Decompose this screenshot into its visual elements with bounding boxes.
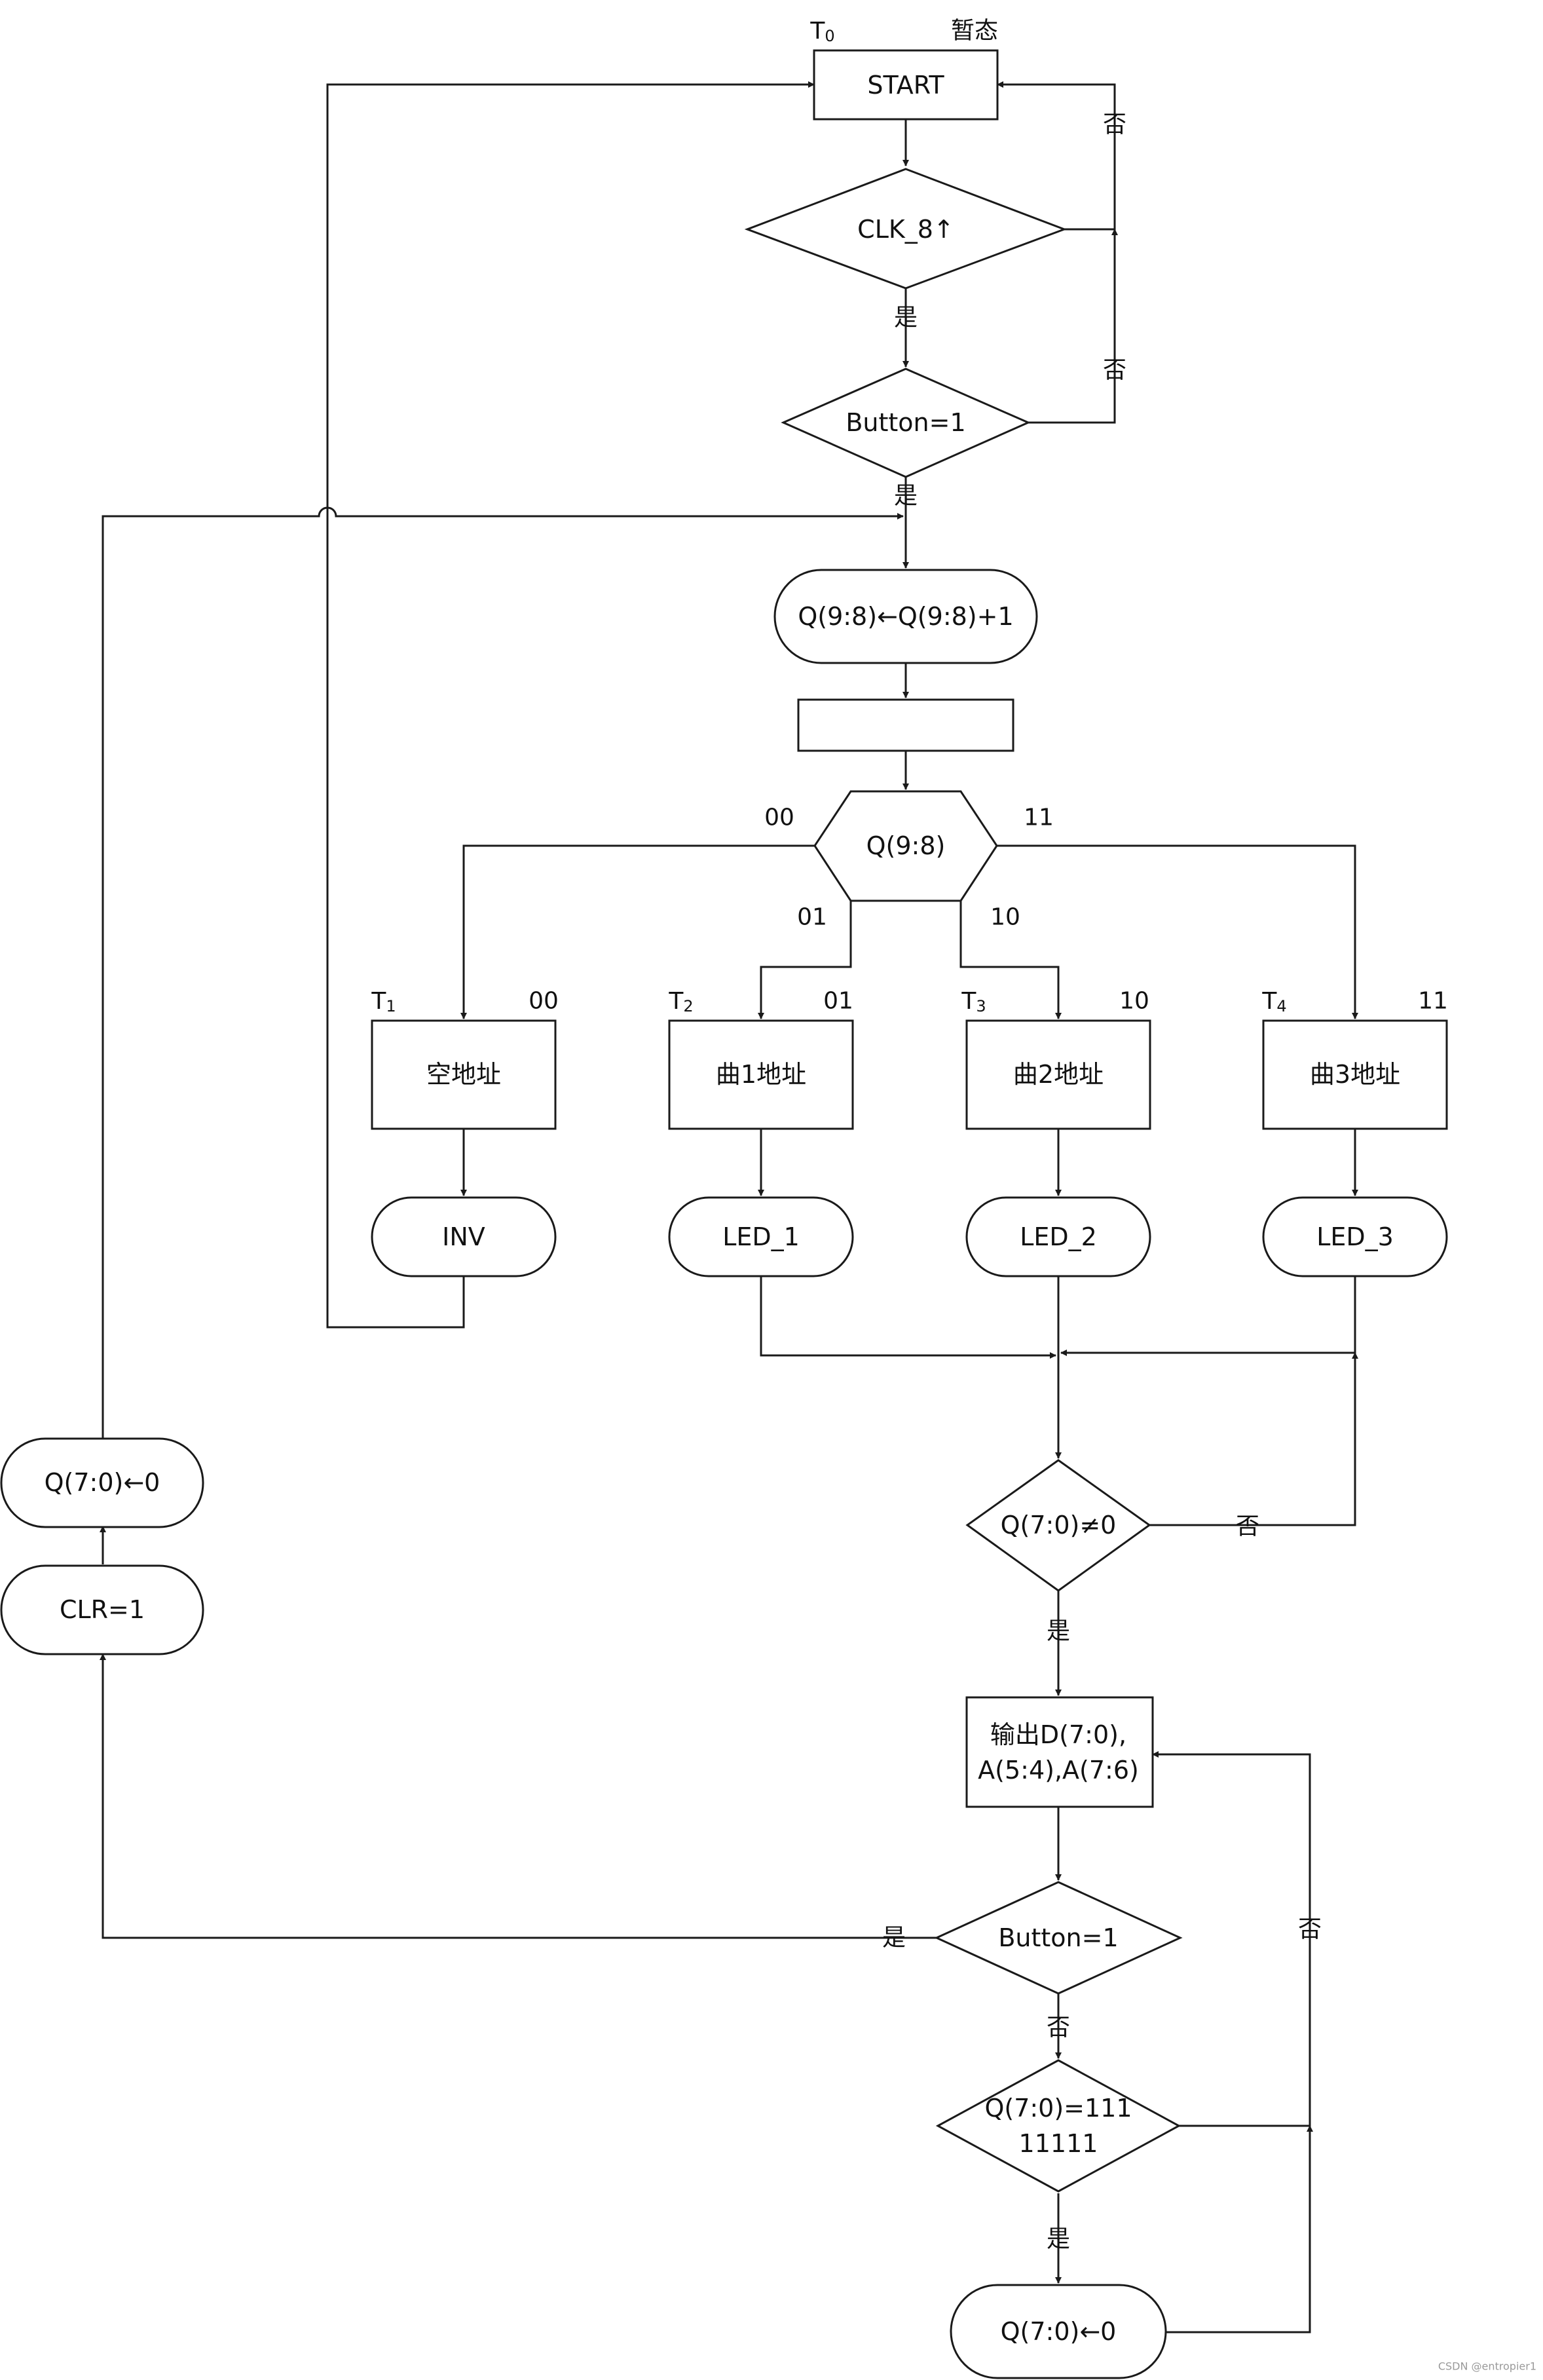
q70-ne0-label: Q(7:0)≠0 — [1001, 1511, 1117, 1539]
edge-case-00: 00 — [764, 804, 794, 831]
edge-yes-button-top: 是 — [894, 483, 918, 510]
output-label-line1: 输出D(7:0), — [990, 1720, 1126, 1749]
addr-empty-box — [371, 1019, 557, 1130]
led1-terminal — [668, 1196, 854, 1277]
edge-labels: 否 是 否 是 00 11 01 10 00 01 10 11 否 是 是 否 … — [529, 111, 1448, 2253]
edge-yes-q70-full: 是 — [1047, 2226, 1070, 2253]
arrow-led1-merge — [760, 1276, 1056, 1359]
arrow-case-10 — [959, 901, 1062, 1019]
edge-case-11: 11 — [1024, 804, 1054, 831]
button-bottom-decision — [934, 1881, 1183, 1995]
edge-case-10: 10 — [990, 904, 1020, 931]
led1-label: LED_1 — [722, 1222, 800, 1251]
arrow-button-no-up — [1028, 229, 1118, 424]
reset-left-label: Q(7:0)←0 — [45, 1468, 160, 1497]
edge-branch-11: 11 — [1418, 988, 1448, 1015]
addr-song1-box — [668, 1019, 854, 1130]
addr-song3-box — [1262, 1019, 1448, 1130]
nodes: START CLK_8↑ Button=1 Q(9:8)←Q(9:8)+1 Q(… — [0, 49, 1448, 2379]
q70-full-decision — [935, 2059, 1181, 2193]
switch-hexagon — [813, 790, 998, 902]
edge-no-right-loop: 否 — [1298, 1916, 1322, 1943]
start-node — [813, 49, 999, 121]
watermark: CSDN @entropier1 — [1438, 2360, 1536, 2373]
arrow-clk-no-to-start — [997, 81, 1116, 231]
connector-lines — [100, 81, 1358, 2333]
arrow-case-00 — [460, 844, 815, 1019]
edge-case-01: 01 — [797, 904, 827, 931]
reset-left-terminal — [0, 1437, 204, 1528]
edge-no-q70-ne0: 否 — [1236, 1513, 1259, 1540]
addr-song3-label: 曲3地址 — [1310, 1060, 1400, 1089]
edge-yes-button-bottom: 是 — [882, 1925, 906, 1952]
state-t0: T0 — [809, 18, 834, 46]
output-label-line2: A(5:4),A(7:6) — [978, 1756, 1139, 1785]
edge-no-start-top: 否 — [1103, 111, 1126, 138]
button-top-label: Button=1 — [846, 408, 965, 437]
clr-label: CLR=1 — [60, 1595, 145, 1624]
arrow-led3-merge — [1060, 1276, 1356, 1356]
state-t2: T2 — [668, 988, 693, 1016]
addr-empty-label: 空地址 — [426, 1060, 501, 1089]
addr-song2-label: 曲2地址 — [1013, 1060, 1104, 1089]
led2-terminal — [965, 1196, 1151, 1277]
arrow-reset-left-to-increment — [102, 506, 904, 1439]
reset-bottom-label: Q(7:0)←0 — [1001, 2317, 1117, 2346]
q70-full-label-line2: 11111 — [1019, 2129, 1098, 2158]
led3-terminal — [1262, 1196, 1448, 1277]
edge-no-button-bottom: 否 — [1047, 2014, 1070, 2041]
increment-terminal — [773, 569, 1038, 664]
q70-full-label-line1: Q(7:0)=111 — [984, 2094, 1132, 2123]
clk-label: CLK_8↑ — [857, 215, 954, 244]
state-labels: T0 暂态 T1 T2 T3 T4 — [371, 18, 1286, 1016]
start-label: START — [867, 71, 944, 100]
edge-no-button-top: 否 — [1103, 357, 1126, 384]
arrow-case-11 — [997, 844, 1358, 1019]
arrow-case-01 — [758, 901, 852, 1019]
edge-branch-01: 01 — [823, 988, 853, 1015]
addr-song1-label: 曲1地址 — [716, 1060, 806, 1089]
output-box — [965, 1696, 1154, 1808]
arrow-q70-no-loop — [1149, 1352, 1358, 1526]
state-t4: T4 — [1261, 988, 1286, 1016]
led3-label: LED_3 — [1316, 1222, 1394, 1251]
reset-bottom-terminal — [950, 2284, 1167, 2379]
arrow-button-yes-to-clr — [100, 1653, 937, 1939]
state-t1: T1 — [371, 988, 396, 1016]
inv-label: INV — [442, 1222, 485, 1251]
edge-yes-clk: 是 — [894, 305, 918, 331]
increment-label: Q(9:8)←Q(9:8)+1 — [798, 602, 1013, 631]
led2-label: LED_2 — [1020, 1222, 1097, 1251]
button-top-decision — [781, 368, 1031, 478]
arrow-full-no-to-output — [1152, 1751, 1311, 2127]
switch-label: Q(9:8) — [866, 831, 946, 860]
edge-branch-00: 00 — [529, 988, 559, 1015]
edge-yes-q70-ne0: 是 — [1047, 1618, 1070, 1645]
state-t0-note: 暂态 — [951, 18, 998, 45]
inv-terminal — [371, 1196, 557, 1277]
clr-terminal — [0, 1564, 204, 1655]
state-t3: T3 — [961, 988, 986, 1016]
arrow-inv-to-start — [326, 81, 815, 1329]
q70-ne0-decision — [965, 1459, 1151, 1592]
button-bottom-label: Button=1 — [998, 1923, 1118, 1952]
edge-branch-10: 10 — [1119, 988, 1149, 1015]
clk-decision — [744, 168, 1068, 290]
arrow-reset-to-loop — [1166, 2125, 1313, 2333]
empty-box — [797, 698, 1014, 752]
addr-song2-box — [965, 1019, 1151, 1130]
